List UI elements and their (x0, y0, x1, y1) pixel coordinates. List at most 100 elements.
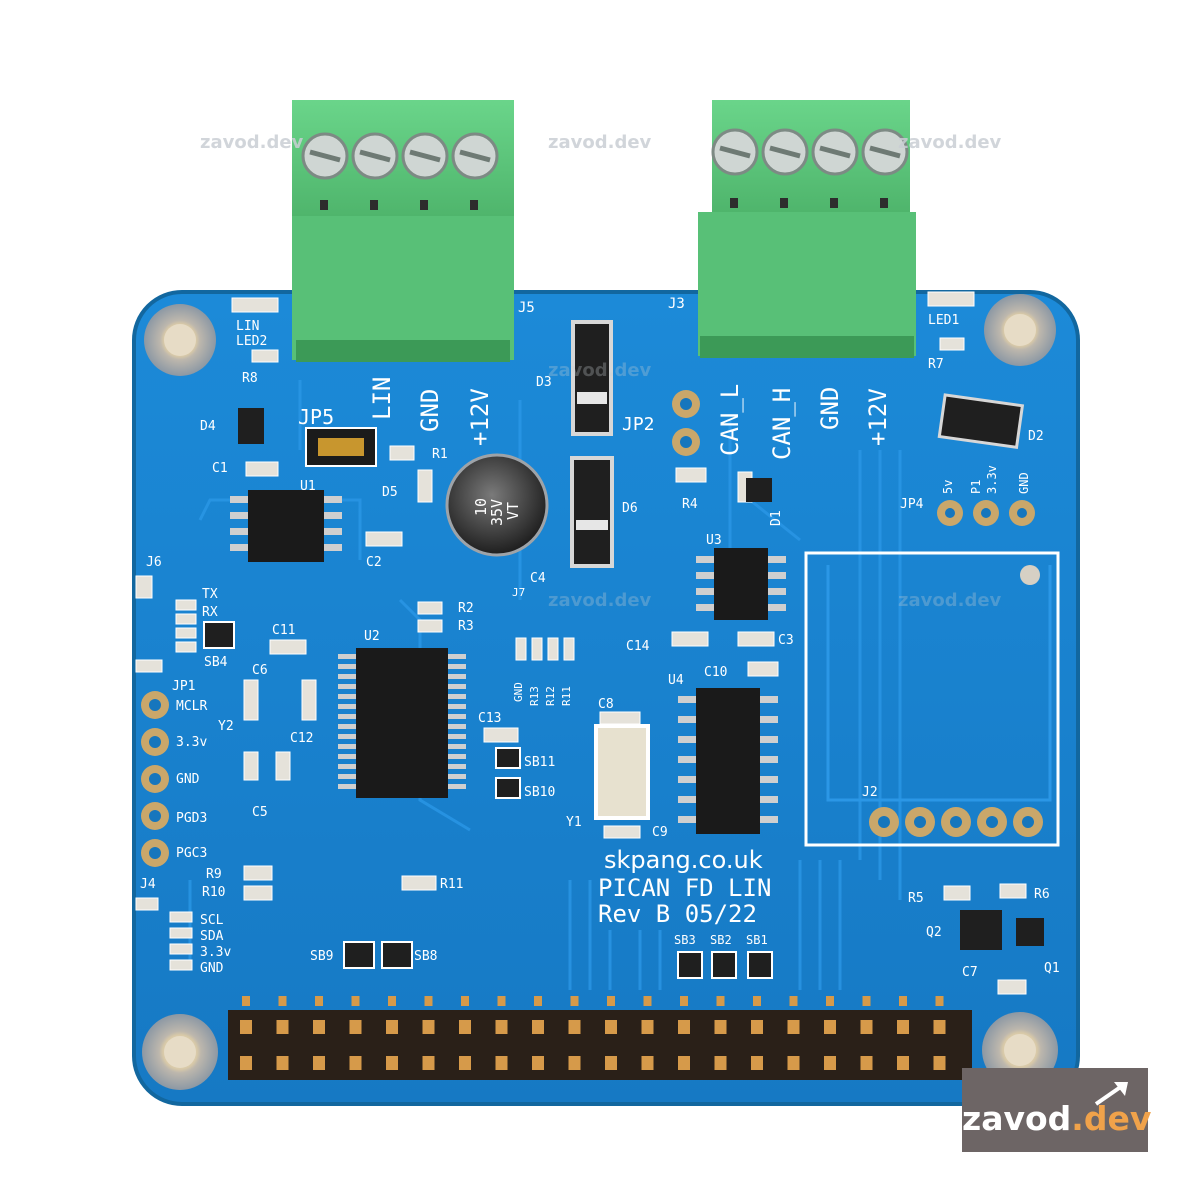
label-c9: C9 (652, 825, 668, 840)
label-j7: J7 (512, 586, 525, 599)
label-sb4: SB4 (204, 655, 228, 670)
label-c11: C11 (272, 623, 295, 638)
label-r5: R5 (908, 891, 924, 906)
watermark-5: zavod.dev (898, 590, 1002, 611)
label-jp1: JP1 (172, 679, 195, 694)
label-r10: R10 (202, 885, 225, 900)
chip-u3 (696, 548, 786, 620)
label-sb3: SB3 (674, 933, 696, 947)
label-site: skpang.co.uk (604, 846, 763, 874)
label-u4: U4 (668, 673, 684, 688)
label-jp4: JP4 (900, 497, 924, 512)
label-y1: Y1 (566, 815, 582, 830)
label-tx: TX (202, 587, 218, 602)
label-3v3-b: 3.3v (985, 465, 999, 494)
label-r9: R9 (206, 867, 222, 882)
fiducial (1020, 565, 1040, 585)
label-3v3-c: 3.3v (200, 945, 231, 960)
label-u1: U1 (300, 479, 316, 494)
label-d3: D3 (536, 375, 552, 390)
transistors (238, 408, 1044, 950)
terminal-block-j3 (698, 100, 916, 358)
label-j2: J2 (862, 785, 878, 800)
chip-u4 (678, 688, 778, 834)
label-gnd: GND (416, 389, 444, 432)
label-d5: D5 (382, 485, 398, 500)
label-j5: J5 (518, 300, 535, 316)
label-pgd3: PGD3 (176, 811, 207, 826)
label-sb8: SB8 (414, 949, 437, 964)
watermark-1: zavod.dev (200, 132, 304, 153)
label-jp5: JP5 (298, 405, 334, 429)
label-r7: R7 (928, 357, 944, 372)
label-gnd-2: GND (816, 387, 844, 430)
label-c10: C10 (704, 665, 727, 680)
cap-value: 10 (472, 498, 490, 516)
label-r6: R6 (1034, 887, 1050, 902)
logo-name: zavod (962, 1099, 1072, 1138)
label-u2: U2 (364, 629, 380, 644)
diode-d3 (571, 320, 613, 436)
pcb-board (132, 290, 1080, 1106)
label-5v: 5v (941, 480, 955, 494)
label-c4: C4 (530, 571, 546, 586)
label-c14: C14 (626, 639, 650, 654)
label-jp2: JP2 (622, 414, 655, 435)
label-j6: J6 (146, 555, 162, 570)
label-c8: C8 (598, 697, 614, 712)
label-r13: R13 (528, 686, 541, 706)
watermark-3: zavod.dev (898, 132, 1002, 153)
terminal-block-j5 (292, 100, 514, 362)
label-gnd-5: GND (200, 961, 224, 976)
label-pgc3: PGC3 (176, 846, 207, 861)
label-c1: C1 (212, 461, 228, 476)
label-led2: LED2 (236, 334, 267, 349)
label-j4: J4 (140, 877, 156, 892)
label-c12: C12 (290, 731, 313, 746)
label-q2: Q2 (926, 925, 942, 940)
capacitor-c4 (447, 455, 547, 555)
label-12v-2: +12V (864, 388, 892, 446)
label-y2: Y2 (218, 719, 234, 734)
label-rev: Rev B 05/22 (598, 900, 757, 928)
label-p1: P1 (969, 480, 983, 494)
watermark-4: zavod.dev (548, 360, 652, 381)
arrow-icon (1094, 1082, 1128, 1106)
gpio-header (228, 996, 972, 1080)
label-product: PICAN FD LIN (598, 874, 771, 902)
label-r11-v: R11 (560, 686, 573, 706)
label-gnd-v: GND (512, 682, 525, 702)
label-3v3: 3.3v (176, 735, 207, 750)
solder-bridges (203, 621, 773, 979)
label-sb1: SB1 (746, 933, 768, 947)
label-gnd-3: GND (176, 772, 200, 787)
label-gnd-4: GND (1017, 472, 1031, 494)
jp2-pads (672, 390, 700, 456)
label-sb11: SB11 (524, 755, 555, 770)
module-outline (804, 551, 1060, 847)
label-r8: R8 (242, 371, 258, 386)
label-r3: R3 (458, 619, 474, 634)
label-scl: SCL (200, 913, 224, 928)
chip-u1 (230, 490, 342, 562)
label-mclr: MCLR (176, 699, 207, 714)
logo-tld: dev (1083, 1099, 1152, 1138)
watermark-2: zavod.dev (548, 132, 652, 153)
label-r4: R4 (682, 497, 698, 512)
watermark-logo: zavod.dev (962, 1068, 1151, 1152)
label-c5: C5 (252, 805, 268, 820)
label-lin-small: LIN (236, 319, 259, 334)
label-can-l: CAN_L (716, 384, 744, 456)
chip-u2 (338, 648, 466, 798)
label-d2: D2 (1028, 429, 1044, 444)
smd-parts (135, 291, 1027, 995)
silkscreen: J5 J3 LIN GND +12V CAN_L CAN_H GND +12V … (140, 296, 1060, 980)
diode-d2 (937, 393, 1025, 450)
label-d4: D4 (200, 419, 216, 434)
label-d6: D6 (622, 501, 638, 516)
label-c13: C13 (478, 711, 501, 726)
label-sb10: SB10 (524, 785, 555, 800)
label-r2: R2 (458, 601, 474, 616)
j2-pads (869, 807, 1043, 837)
